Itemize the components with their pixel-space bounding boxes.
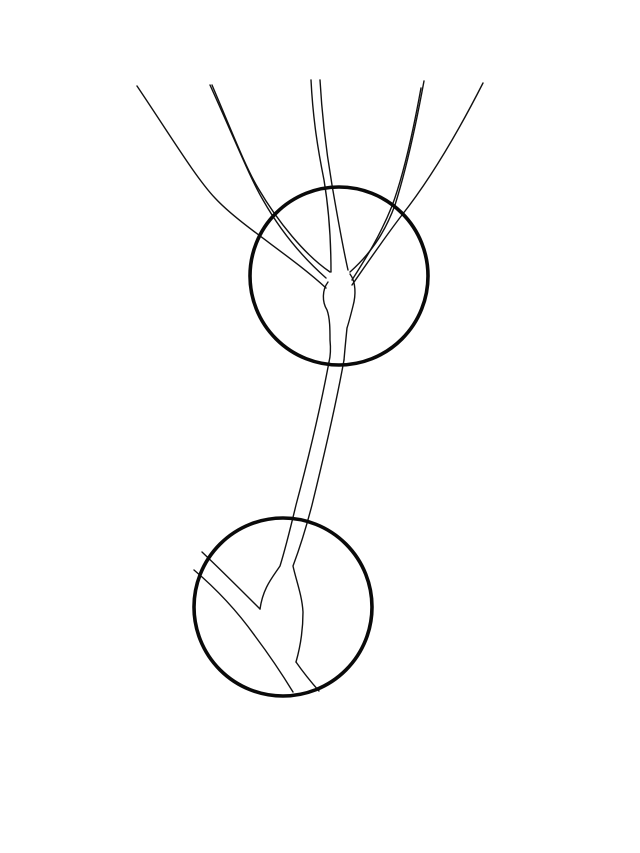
branch-right-inner-wall (351, 87, 422, 281)
lower-branch-upper (201, 551, 261, 610)
upper-junction-circle (248, 185, 430, 367)
upper-junction-bulb (322, 281, 332, 363)
lower-branch-lower (193, 569, 294, 693)
branch-center-left-wall (310, 79, 332, 273)
trunk-right-wall (292, 359, 345, 663)
vessel-tree (136, 79, 484, 693)
branch-far-left (136, 85, 327, 289)
branch-center-right-wall (319, 79, 349, 271)
lower-outflow (295, 661, 320, 692)
branch-left-outer-wall (209, 84, 327, 279)
branch-far-right (351, 82, 484, 286)
branch-right-outer-wall (349, 80, 425, 273)
upper-junction-bulb-right (343, 273, 356, 361)
lower-junction-circle (192, 516, 374, 698)
branch-left-inner-wall (211, 84, 331, 273)
